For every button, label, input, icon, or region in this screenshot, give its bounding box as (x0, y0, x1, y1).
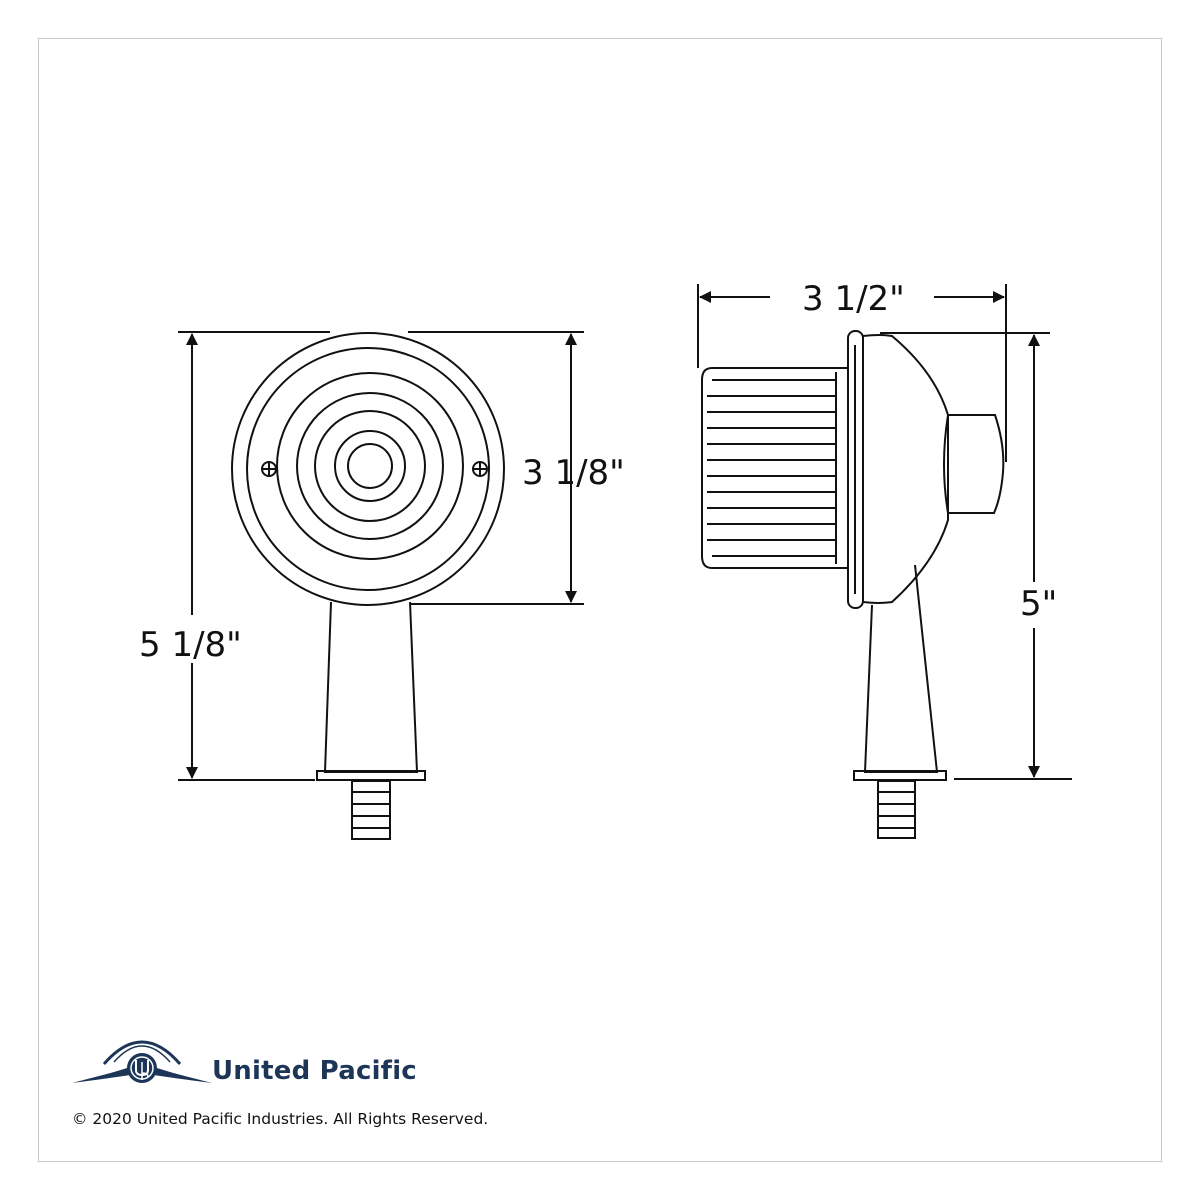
front-mounting-stem (323, 601, 419, 773)
side-lens-ribs (707, 372, 837, 564)
front-diameter-label: 3 1/8" (522, 453, 625, 493)
side-height-label: 5" (1020, 584, 1057, 624)
front-view (231, 332, 505, 840)
front-lens-ring-5 (347, 443, 393, 489)
side-threaded-stud (877, 780, 916, 839)
side-depth-label: 3 1/2" (802, 279, 905, 319)
side-dimension-lines (697, 284, 1072, 780)
front-screw-right-icon (472, 461, 488, 477)
front-threaded-stud (351, 780, 391, 840)
front-screw-left-icon (261, 461, 277, 477)
united-pacific-winged-logo-icon (72, 1040, 212, 1083)
front-dimension-lines (178, 331, 584, 781)
front-housing-outer-ring (231, 332, 505, 606)
front-housing-inner-ring (246, 347, 490, 591)
copyright-notice: © 2020 United Pacific Industries. All Ri… (72, 1110, 489, 1128)
side-bezel-ring (847, 330, 864, 609)
side-housing-cone (862, 334, 949, 604)
company-name: United Pacific (212, 1056, 417, 1086)
front-lens-ring-1 (276, 372, 464, 560)
drawing-frame (38, 38, 1162, 1162)
front-lens-ring-2 (296, 392, 444, 540)
side-view (701, 330, 1005, 839)
front-lens-ring-4 (334, 430, 406, 502)
front-height-label: 5 1/8" (139, 625, 242, 665)
front-lens-ring-3 (314, 410, 426, 522)
side-back-cap (943, 414, 1005, 514)
side-lens-body (701, 367, 848, 569)
side-mounting-stem (863, 564, 939, 773)
